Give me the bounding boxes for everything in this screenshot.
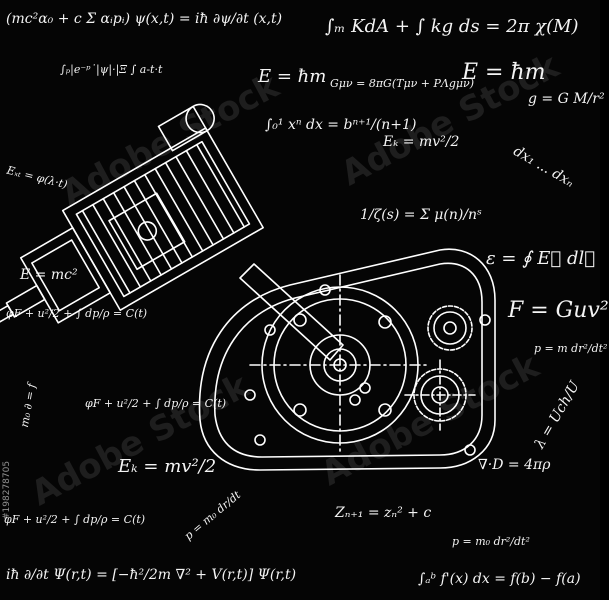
crankcase [200,249,495,470]
formula-zeta: 1/ζ(s) = Σ μ(n)/nˢ [360,207,482,223]
formula-kinetic-2: Eₖ = mv²/2 [118,456,217,477]
formula-einstein-field: Gμν = 8πG(Tμν + PΛgμν) [330,77,475,90]
formula-bernoulli-2: φF + u²/2 + ∫ dp/ρ = C(t) [85,397,227,410]
formula-p-mdr: p = m dr²/dt² [534,342,608,355]
formula-integral-x: ∫₀¹ xⁿ dx = bⁿ⁺¹/(n+1) [265,117,417,133]
formula-e-hm-1: E = ħm [258,66,327,87]
formula-bernoulli-1: φF + u²/2 + ∫ dp/ρ = C(t) [6,307,148,320]
crankshaft-flywheel [250,275,430,455]
formula-gauss-bonnet: ∫ₘ KdA + ∫ kg ds = 2π χ(M) [325,16,579,37]
formula-gravity: g = G M/r² [528,91,605,107]
formula-f-guv: F = Guv² [508,298,609,323]
formula-p-mdr-2: p = m₀ dr²/dt² [452,535,530,548]
piston [109,193,185,269]
cylinder-block [63,128,263,310]
formula-kinetic-1: Eₖ = mv²/2 [383,134,460,150]
gear-lower [405,360,475,430]
formula-emc2: E = mc² [20,267,78,283]
formula-ftc: ∫ₐᵇ f'(x) dx = f(b) − f(a) [418,571,581,587]
formula-dirac: (mc²α₀ + c Σ αᵢpᵢ) ψ(x,t) = iħ ∂ψ/∂t (x,… [6,11,283,27]
formula-top-left-2: ∫ₚ|e⁻ᵖ˙|ψ|·|Ξ ∫ a-t·t [60,63,163,76]
formula-schrodinger: iħ ∂/∂t Ψ(r,t) = [−ħ²/2m ∇² + V(r,t)] Ψ(… [6,567,297,583]
watermark-id: #198278705 [2,460,12,520]
formula-div-d: ∇·D = 4πρ [478,457,551,473]
formula-epsilon: ε = ∮ E⃗ dl⃗ [486,248,596,269]
connecting-rod [240,264,343,360]
formula-mandelbrot: Zₙ₊₁ = zₙ² + c [335,505,432,521]
cooling-fins [82,145,244,293]
formula-e-hm-2: E = ħm [462,60,546,85]
gear-upper [428,306,472,350]
formula-bernoulli-3: φF + u²/2 + ∫ dp/ρ = C(t) [4,513,146,526]
cylinder-head [21,228,110,323]
